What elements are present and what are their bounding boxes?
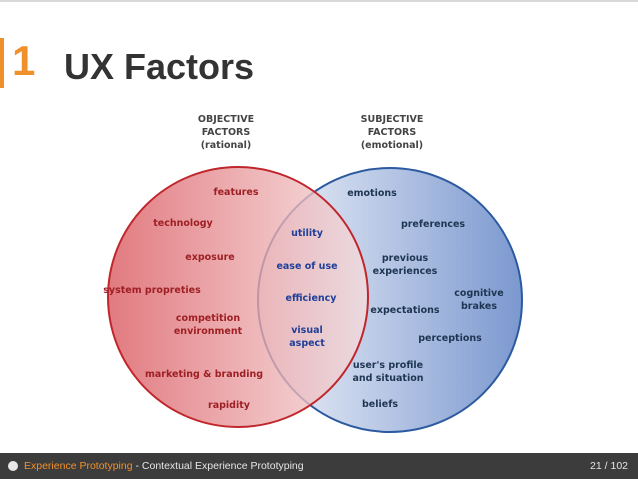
page-counter: 21 / 102 <box>590 460 628 472</box>
footer-brand: Experience Prototyping <box>24 460 133 472</box>
top-rule <box>0 0 638 2</box>
subjective-factor-6: perceptions <box>418 333 482 344</box>
objective-factor-4: system propreties <box>103 285 201 296</box>
objective-factor-7: rapidity <box>208 400 251 411</box>
objective-factor-6: marketing & branding <box>145 369 263 380</box>
subjective-factor-2: preferences <box>401 219 465 230</box>
objective-circle <box>107 166 369 428</box>
shared-factor-3: efficiency <box>286 293 338 304</box>
footer-bar: Experience Prototyping - Contextual Expe… <box>0 453 638 479</box>
footer-bullet-icon <box>8 461 18 471</box>
objective-factor-1: features <box>213 187 258 198</box>
shared-factor-1: utility <box>291 228 324 239</box>
subjective-factor-8: beliefs <box>362 399 398 410</box>
shared-factor-2: ease of use <box>276 261 337 272</box>
footer-text: Experience Prototyping - Contextual Expe… <box>24 460 304 472</box>
slide-number: 1 <box>12 37 36 84</box>
title-accent-bar <box>0 38 4 88</box>
footer-subtitle: - Contextual Experience Prototyping <box>132 460 304 472</box>
slide-title: UX Factors <box>64 46 255 87</box>
subjective-factor-1: emotions <box>347 188 397 199</box>
objective-factor-2: technology <box>153 218 213 229</box>
objective-factor-3: exposure <box>185 252 234 263</box>
subjective-factor-5: expectations <box>370 305 439 316</box>
